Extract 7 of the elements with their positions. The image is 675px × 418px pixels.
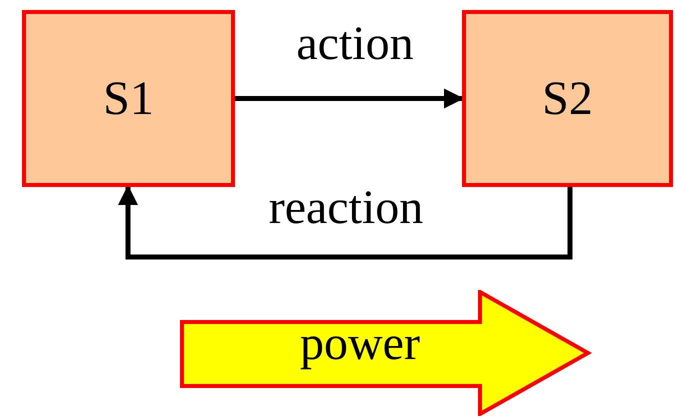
arrow xyxy=(235,88,464,108)
arrow xyxy=(118,185,572,260)
arrow-label: power xyxy=(300,320,420,368)
box-label: S1 xyxy=(103,71,154,126)
box-label: S2 xyxy=(542,71,593,126)
process-box xyxy=(462,10,673,187)
process-box xyxy=(22,10,235,187)
